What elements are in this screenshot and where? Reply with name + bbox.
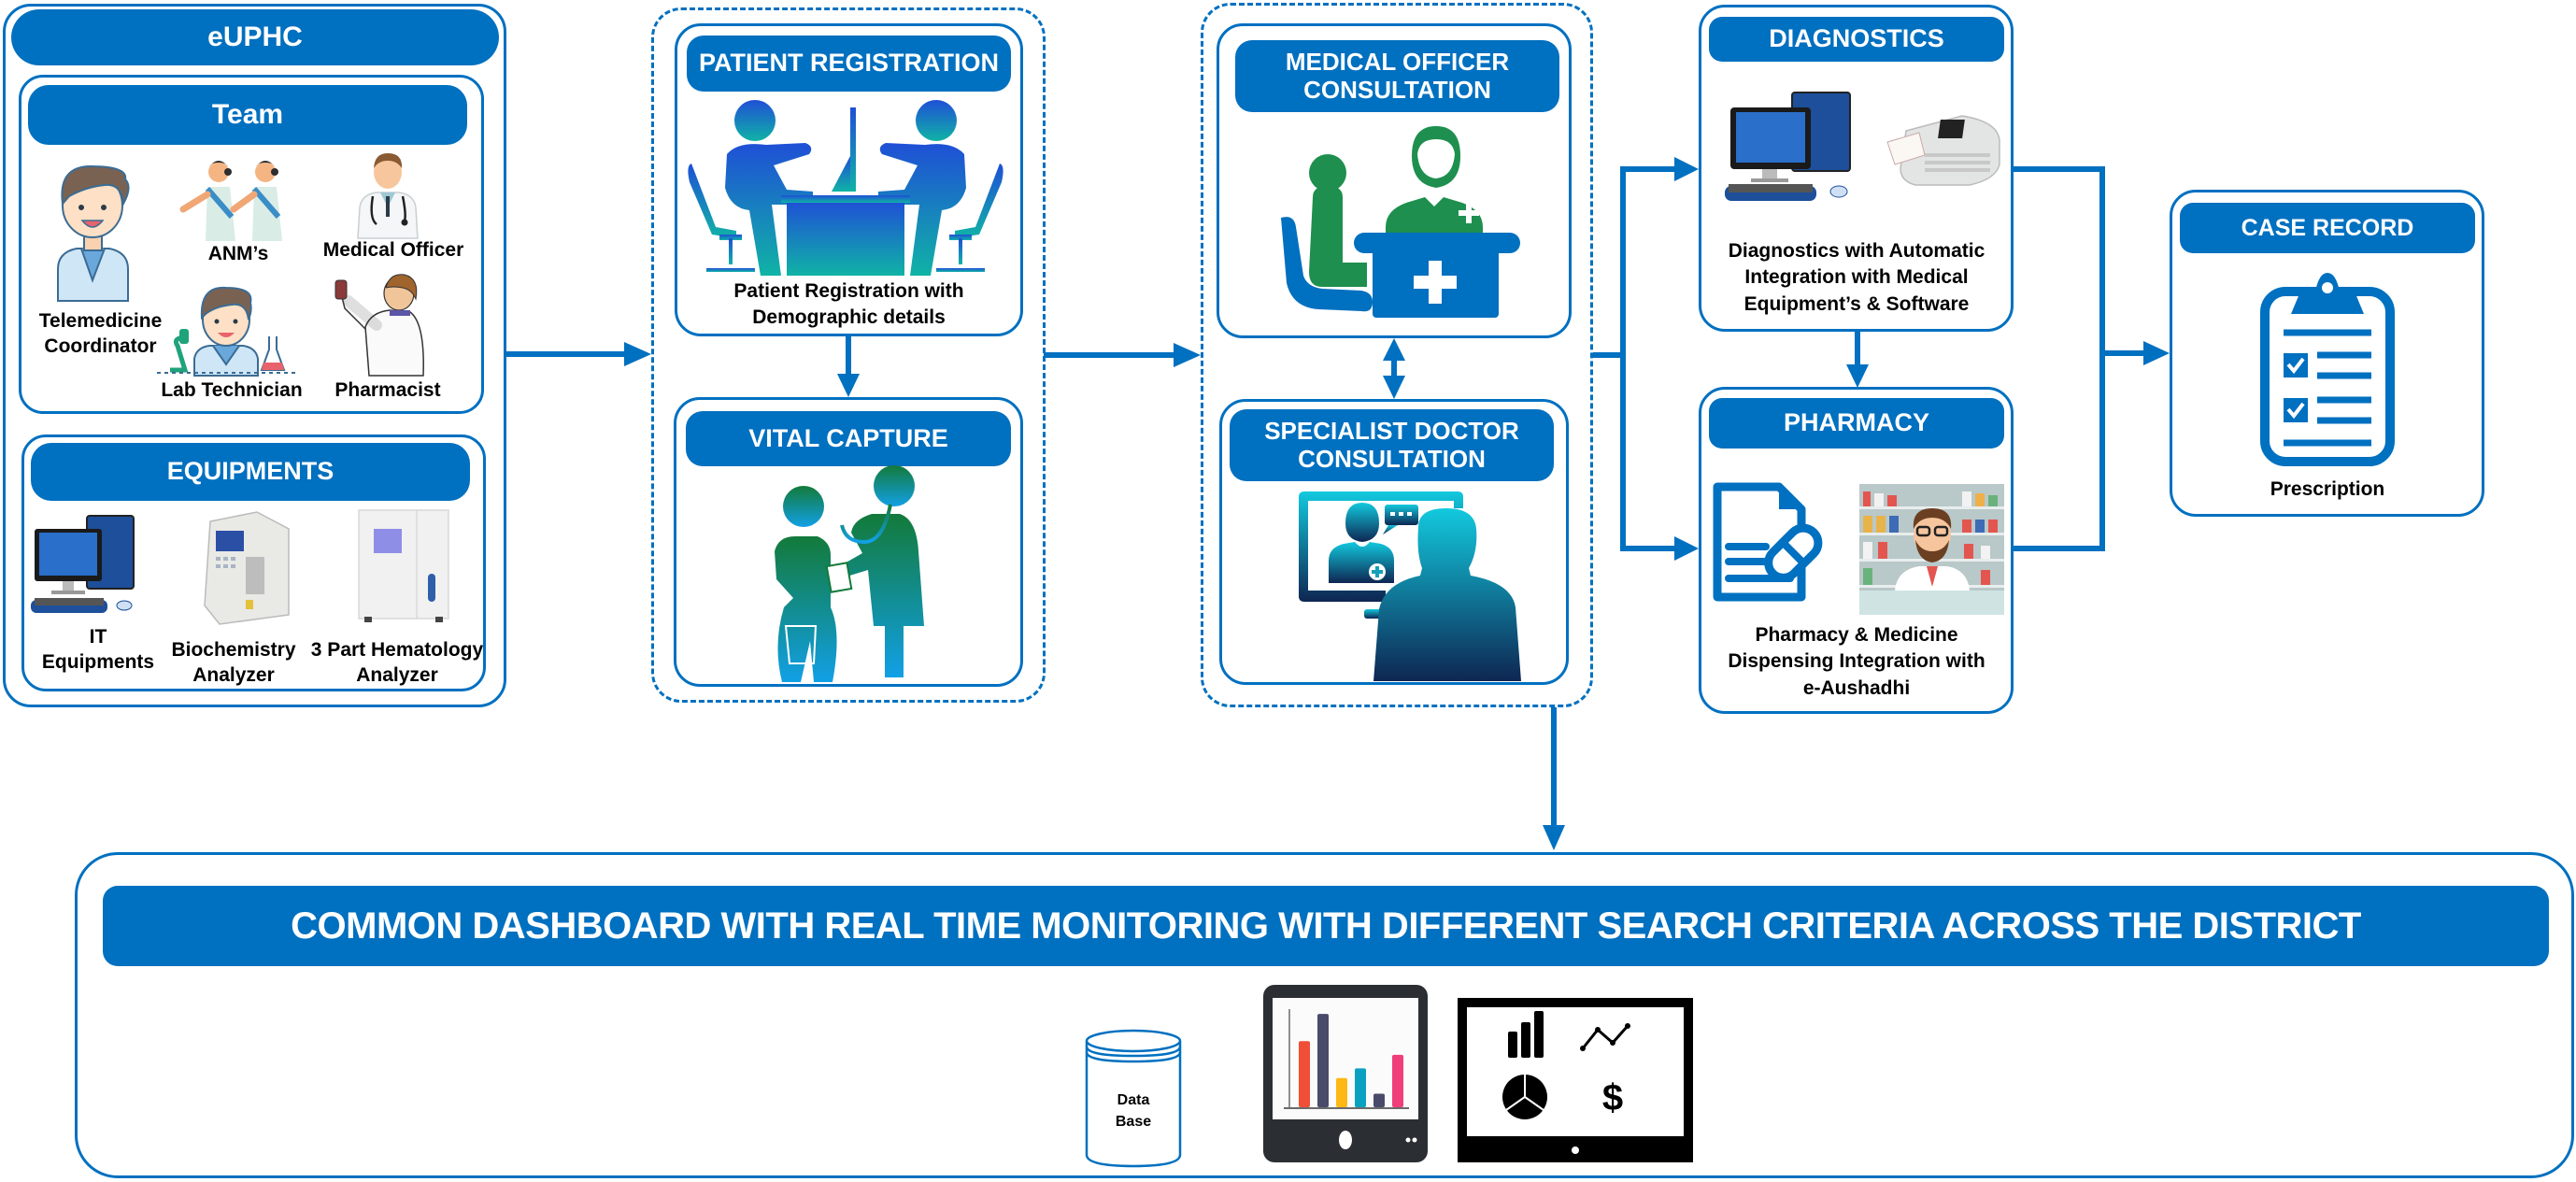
title-line: SPECIALIST DOCTOR: [1264, 416, 1519, 445]
team-member-label: ANM’s: [207, 243, 269, 264]
vital-capture-title: VITAL CAPTURE: [686, 411, 1011, 466]
label-line: Analyzer: [192, 664, 275, 687]
equipment-label: IT Equipments: [37, 624, 159, 676]
tablet-bar: [1299, 1041, 1310, 1107]
teleconsultation-icon: [1299, 491, 1521, 681]
caption-line: Equipment’s & Software: [1743, 292, 1970, 315]
diagnostics-title: DIAGNOSTICS: [1709, 17, 2004, 62]
pie-chart-icon: [1502, 1075, 1547, 1119]
bar-chart-icon: [1508, 1011, 1544, 1058]
title-line: CONSULTATION: [1303, 75, 1491, 104]
tablet-bar: [1373, 1093, 1385, 1107]
registration-stage-group: [651, 7, 1046, 703]
team-member-label: Telemedicine Coordinator: [37, 308, 164, 360]
telemedicine-coordinator-icon: [57, 164, 130, 302]
label-line: Equipments: [41, 651, 155, 674]
patient-registration-caption: Patient Registration with Demographic de…: [687, 278, 1011, 332]
pharmacist-counter-icon: [1859, 484, 2004, 615]
desktop-computer-icon: [1725, 92, 1851, 201]
equipment-label: Biochemistry Analyzer: [164, 637, 304, 689]
title-line: MEDICAL OFFICER: [1285, 47, 1510, 76]
consultation-stage-group: [1201, 3, 1593, 707]
case-record-caption: Prescription: [2270, 478, 2385, 500]
label-line: Analyzer: [356, 664, 438, 687]
caption-line: Dispensing Integration with: [1728, 650, 1985, 673]
arrowhead: [1674, 157, 1699, 181]
caption-line: Demographic details: [752, 306, 946, 329]
medical-officer-consultation-title: MEDICAL OFFICER CONSULTATION: [1235, 40, 1559, 112]
dollar-icon: $: [1602, 1077, 1623, 1118]
label-line: Base: [1115, 1114, 1152, 1131]
patient-registration-title: PATIENT REGISTRATION: [687, 36, 1011, 92]
team-member-label: Pharmacist: [334, 379, 441, 401]
database-icon: [1085, 1029, 1182, 1168]
team-member-label: Medical Officer: [322, 239, 464, 261]
clipboard-checklist-icon: [2260, 273, 2395, 466]
label-line: Coordinator: [44, 335, 157, 358]
doctor-desk-icon: [1281, 126, 1520, 318]
registration-desk-icon: [688, 100, 1003, 276]
caption-line: e-Aushadhi: [1802, 676, 1911, 699]
equipments-title: EQUIPMENTS: [31, 443, 470, 501]
lab-technician-icon: [157, 286, 297, 377]
caption-line: Integration with Medical: [1744, 266, 1969, 289]
analytics-monitor-icon: $: [1458, 998, 1693, 1162]
merge-line: [2013, 166, 2105, 551]
arrowhead: [1174, 343, 1201, 367]
title-line: CONSULTATION: [1298, 444, 1486, 473]
caption-line: Pharmacy & Medicine: [1755, 624, 1958, 646]
specialist-doctor-consultation-title: SPECIALIST DOCTOR CONSULTATION: [1230, 409, 1554, 481]
tablet-bar: [1392, 1054, 1403, 1107]
ecg-machine-icon: [1886, 115, 2000, 186]
blood-pressure-check-icon: [775, 465, 924, 682]
pharmacist-icon: [334, 274, 424, 377]
desktop-computer-icon: [31, 515, 135, 613]
caption-line: Patient Registration with: [733, 280, 964, 302]
equipment-label: 3 Part Hematology Analyzer: [308, 637, 486, 689]
label-line: Telemedicine: [38, 310, 163, 332]
tablet-bar-chart-icon: [1263, 985, 1428, 1162]
team-title: Team: [28, 85, 467, 145]
line-chart-icon: [1580, 1023, 1630, 1051]
label-line: 3 Part Hematology: [310, 639, 484, 661]
team-member-label: Lab Technician: [161, 379, 303, 401]
hematology-analyzer-icon: [358, 509, 449, 622]
biochemistry-analyzer-icon: [204, 511, 290, 625]
arrowhead: [1543, 825, 1565, 850]
label-line: Biochemistry: [171, 639, 296, 661]
tablet-bar: [1336, 1077, 1347, 1107]
anm-nurses-icon: [179, 161, 282, 241]
arrowhead: [1846, 364, 1869, 388]
diagnostics-caption: Diagnostics with Automatic Integration w…: [1710, 238, 2003, 318]
pharmacy-title: PHARMACY: [1709, 398, 2004, 449]
tablet-bar: [1355, 1068, 1366, 1107]
arrowhead: [2143, 341, 2170, 365]
tablet-bar: [1317, 1014, 1329, 1107]
caption-line: Diagnostics with Automatic: [1728, 240, 1985, 262]
arrowhead: [1674, 536, 1699, 561]
pharmacy-caption: Pharmacy & Medicine Dispensing Integrati…: [1710, 622, 2003, 702]
label-line: Data: [1117, 1092, 1150, 1108]
dashboard-title[interactable]: COMMON DASHBOARD WITH REAL TIME MONITORI…: [103, 886, 2549, 966]
database-label: Data Base: [1084, 1089, 1183, 1132]
case-record-title: CASE RECORD: [2180, 203, 2475, 253]
label-line: IT: [89, 626, 107, 648]
prescription-document-icon: [1713, 482, 1823, 602]
branch-line-vertical: [1620, 166, 1677, 551]
medical-officer-icon: [357, 153, 419, 239]
euphc-title: eUPHC: [11, 9, 499, 65]
arrowhead: [624, 342, 651, 366]
